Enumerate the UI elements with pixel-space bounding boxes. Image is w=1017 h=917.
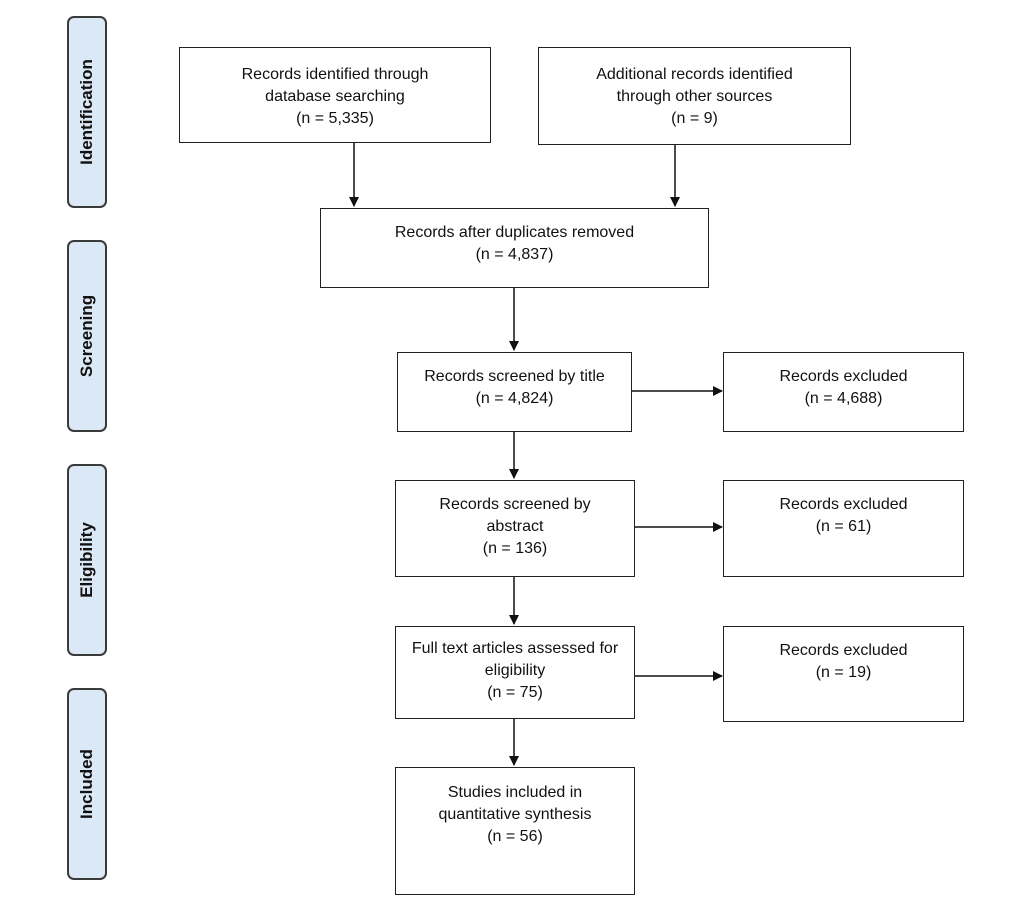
box-screened-abstract-title: Records screened by abstract — [439, 496, 591, 535]
box-excluded-fulltext: Records excluded (n = 19) — [723, 626, 964, 722]
box-excluded-abstract-title: Records excluded — [779, 496, 908, 513]
box-excluded-abstract-count: (n = 61) — [815, 518, 872, 535]
phase-identification: Identification — [67, 16, 107, 208]
box-screened-title: Records screened by title (n = 4,824) — [397, 352, 632, 432]
box-duplicates-removed-title: Records after duplicates removed — [394, 224, 635, 241]
box-screened-abstract: Records screened by abstract (n = 136) — [395, 480, 635, 577]
box-fulltext-assessed-title: Full text articles assessed for eligibil… — [411, 640, 619, 679]
box-excluded-title-title: Records excluded — [779, 368, 908, 385]
box-screened-title-count: (n = 4,824) — [475, 390, 554, 407]
box-excluded-abstract: Records excluded (n = 61) — [723, 480, 964, 577]
box-duplicates-removed-count: (n = 4,837) — [475, 246, 554, 263]
box-screened-title-title: Records screened by title — [424, 368, 605, 385]
box-fulltext-assessed: Full text articles assessed for eligibil… — [395, 626, 635, 719]
box-database-records-count: (n = 5,335) — [296, 110, 374, 127]
box-other-sources-title: Additional records identified through ot… — [596, 66, 793, 105]
box-other-sources-count: (n = 9) — [671, 110, 718, 127]
box-database-records: Records identified through database sear… — [179, 47, 491, 143]
phase-eligibility: Eligibility — [67, 464, 107, 656]
phase-screening: Screening — [67, 240, 107, 432]
box-duplicates-removed: Records after duplicates removed (n = 4,… — [320, 208, 709, 288]
box-excluded-title: Records excluded (n = 4,688) — [723, 352, 964, 432]
box-fulltext-assessed-count: (n = 75) — [487, 684, 543, 701]
box-database-records-title: Records identified through database sear… — [241, 66, 429, 105]
phase-included: Included — [67, 688, 107, 880]
box-studies-included-count: (n = 56) — [487, 828, 543, 845]
box-screened-abstract-count: (n = 136) — [482, 540, 548, 557]
box-excluded-fulltext-count: (n = 19) — [815, 664, 872, 681]
box-excluded-fulltext-title: Records excluded — [779, 642, 908, 659]
box-studies-included-title: Studies included in quantitative synthes… — [438, 784, 592, 823]
box-other-sources: Additional records identified through ot… — [538, 47, 851, 145]
box-excluded-title-count: (n = 4,688) — [804, 390, 883, 407]
box-studies-included: Studies included in quantitative synthes… — [395, 767, 635, 895]
